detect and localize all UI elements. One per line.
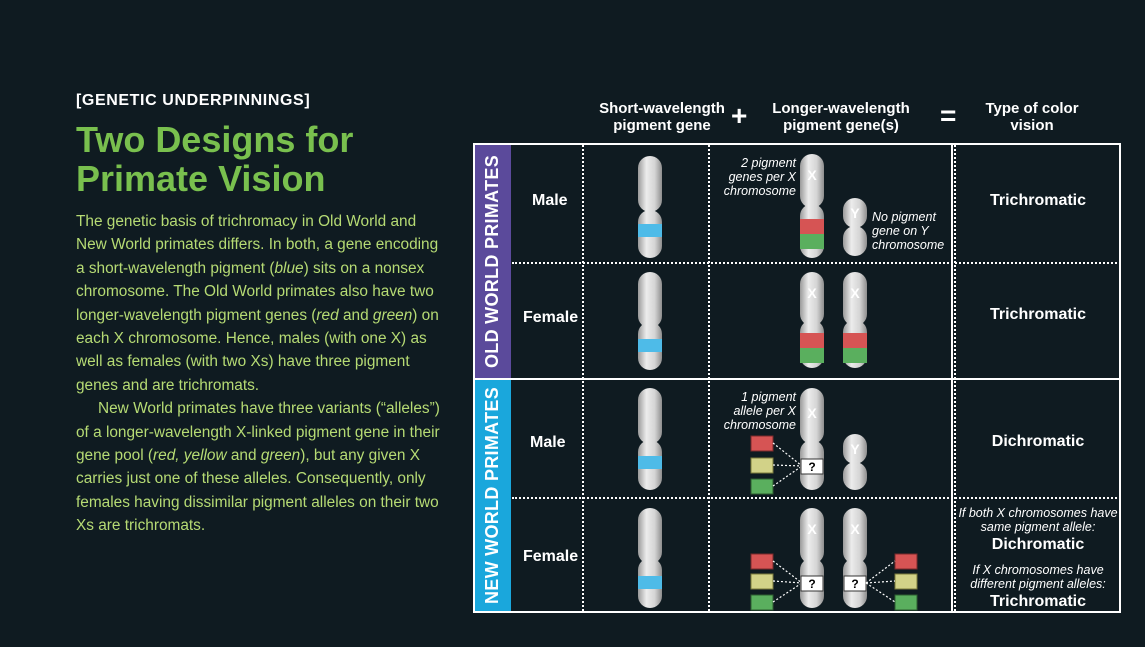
x-letter: X [807,521,817,537]
allele-options-new-female-left [750,553,803,611]
unknown-allele-mark: ? [808,577,815,591]
row-label-new-female: Female [523,548,579,565]
column-divider-2 [708,145,710,611]
header-color-vision-type: Type of color vision [985,100,1079,134]
header-longer-wavelength: Longer-wavelength pigment gene(s) [772,100,910,134]
intro-panel: [GENETIC UNDERPINNINGS] Two Designs for … [76,92,448,538]
p2-green: green [260,447,301,465]
x-letter: X [850,521,860,537]
result-new-female-same: Dichromatic [991,536,1085,553]
x-chromosome-old-female-1: X [800,272,824,368]
result-new-female-different: Trichromatic [989,593,1087,610]
x-chromosome-new-female-2: ? X [843,508,867,608]
result-old-female: Trichromatic [989,306,1087,323]
p1-part: ) sits on a nonsex chromosome. The Old W… [76,259,434,324]
yellow-allele-swatch [750,457,774,474]
red-gene-band [843,333,867,348]
column-divider-3 [954,145,956,611]
x-letter: X [807,285,817,301]
x-chromosome-old-female-2: X [843,272,867,368]
row-divider-new [512,497,1121,499]
y-letter: Y [850,441,860,457]
plus-sign: + [731,100,748,131]
chromosome-short-new-female [638,508,662,608]
header-short-wavelength: Short-wavelength pigment gene [599,100,725,134]
paragraph-2: New World primates have three variants (… [76,397,448,537]
yellow-allele-swatch [894,573,918,590]
p1-part: ) on each X chromosome. Hence, males (wi… [76,306,439,394]
paragraph-1: The genetic basis of trichromacy in Old … [76,210,448,397]
column-divider-1 [582,145,584,611]
red-allele-swatch [750,435,774,452]
note-different-allele: If X chromosomes have different pigment … [970,563,1106,591]
yellow-allele-swatch [750,573,774,590]
equals-sign: = [940,100,957,131]
annotation-one-allele: 1 pigment allele per X chromosome [723,390,796,432]
annotation-no-gene-y: No pigment gene on Y chromosome [872,210,945,252]
p1-blue: blue [274,259,304,277]
chromosome-short-old-male [638,156,662,258]
result-old-male: Trichromatic [989,192,1087,209]
x-chromosome-new-male: ? X [800,388,824,490]
green-allele-swatch [750,478,774,495]
title-line-2: Primate Vision [76,158,326,199]
x-chromosome-old-male: X [800,154,824,258]
result-new-male: Dichromatic [991,433,1085,450]
unknown-allele-mark: ? [851,577,858,591]
note-same-allele: If both X chromosomes have same pigment … [958,506,1118,534]
page-title: Two Designs for Primate Vision [76,120,448,198]
red-allele-swatch [750,553,774,570]
p2-part: and [226,447,261,465]
y-letter: Y [850,205,860,221]
red-gene-band [800,333,824,348]
green-allele-swatch [750,594,774,611]
blue-gene-band [638,576,662,589]
row-label-old-female: Female [523,309,579,326]
section-kicker: [GENETIC UNDERPINNINGS] [76,92,311,109]
old-world-band: OLD WORLD PRIMATES [475,145,511,378]
p1-red: red [316,306,339,324]
red-allele-swatch [894,553,918,570]
allele-options-new-female-right [865,553,918,611]
new-world-band: NEW WORLD PRIMATES [475,380,511,611]
p1-part: The genetic basis of trichromacy in Old … [76,213,439,277]
green-gene-band [843,348,867,363]
p1-green: green [372,306,413,324]
x-letter: X [850,285,860,301]
y-chromosome-old-male: Y [843,198,867,256]
green-gene-band [800,348,824,363]
unknown-allele-mark: ? [808,460,815,474]
blue-gene-band [638,456,662,469]
blue-gene-band [638,339,662,352]
chromosome-short-old-female [638,272,662,370]
x-chromosome-new-female-1: ? X [800,508,824,608]
title-line-1: Two Designs for [76,119,354,160]
allele-options-new-male [750,435,803,495]
green-allele-swatch [894,594,918,611]
p2-part: New World primates have three variants (… [76,400,440,465]
red-gene-band [800,219,824,234]
p2-part: ), but any given X carries just one of t… [76,447,439,535]
x-letter: X [807,405,817,421]
chromosome-short-new-male [638,388,662,490]
y-chromosome-new-male: Y [843,434,867,490]
row-label-new-male: Male [530,434,566,451]
p2-red-yellow: red, yellow [153,447,227,465]
row-divider-old [512,262,1121,264]
blue-gene-band [638,224,662,237]
group-divider [473,378,1121,380]
row-label-old-male: Male [532,192,568,209]
p1-part: and [338,306,373,324]
annotation-two-genes: 2 pigment genes per X chromosome [723,156,796,198]
body-text: The genetic basis of trichromacy in Old … [76,210,448,538]
green-gene-band [800,234,824,249]
x-letter: X [807,167,817,183]
